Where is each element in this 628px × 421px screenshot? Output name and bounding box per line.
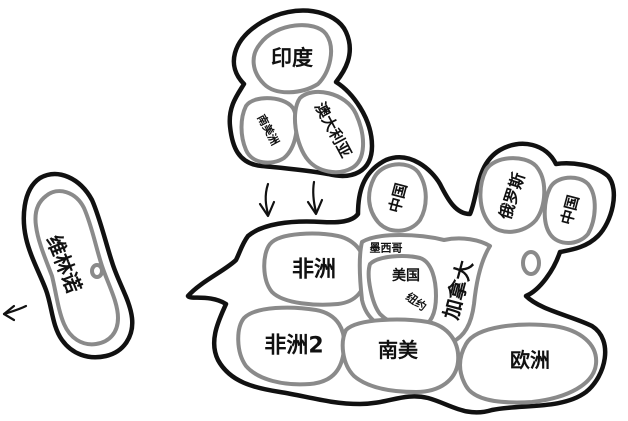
- region-africa: [262, 231, 368, 307]
- label-mexico: 墨西哥: [370, 242, 403, 255]
- label-europe: 欧洲: [510, 348, 550, 372]
- region-china-1: [367, 162, 428, 233]
- region-south-america-small: [239, 96, 299, 165]
- arrow-down-left: [258, 182, 276, 218]
- region-europe: [458, 322, 599, 405]
- lake: [521, 250, 541, 276]
- arrow-down-right: [306, 180, 324, 216]
- label-africa: 非洲: [292, 258, 336, 283]
- region-africa-2: [236, 305, 347, 387]
- region-south-america: [340, 317, 461, 394]
- vilino-lake: [90, 263, 104, 279]
- region-india: [251, 23, 334, 95]
- label-south-america: 南美: [378, 338, 419, 362]
- label-usa: 美国: [392, 267, 420, 284]
- region-china-2: [542, 175, 597, 245]
- region-russia: [478, 156, 547, 234]
- arrow-left: [2, 304, 28, 322]
- region-vilino: [33, 189, 120, 347]
- label-africa-2: 非洲2: [264, 334, 323, 359]
- label-india: 印度: [271, 46, 313, 70]
- region-usa-border: [366, 254, 438, 331]
- region-australia: [292, 89, 366, 175]
